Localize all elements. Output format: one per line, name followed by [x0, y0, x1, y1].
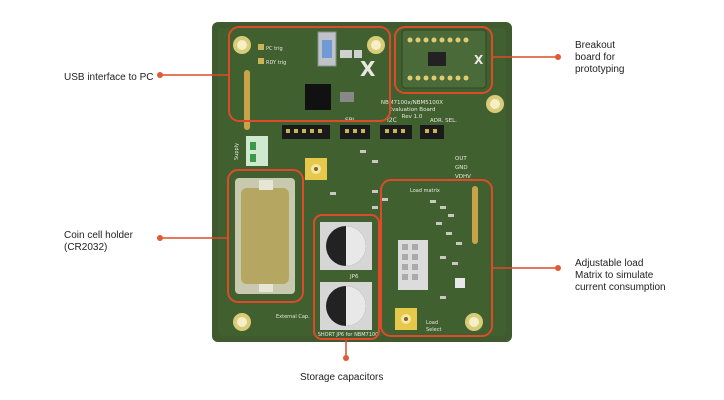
usb-area: X PC trig RDY trig — [244, 31, 376, 130]
storage-capacitors: JP6 — [320, 222, 372, 330]
supply-block — [246, 136, 268, 166]
svg-text:X: X — [360, 57, 376, 81]
callout-breakout-label: Breakout board for prototyping — [575, 40, 625, 75]
load-matrix: Load matrix Load Select — [398, 186, 478, 333]
mounting-holes — [233, 36, 504, 331]
pc-trig-text: PC trig — [266, 46, 283, 52]
load-highlight — [380, 179, 493, 337]
i2c-text: I2C — [387, 117, 397, 124]
rdy-trig-text: RDY trig — [266, 60, 286, 66]
breakout-board: X — [401, 29, 487, 89]
gnd-text: GND — [455, 165, 468, 171]
load-matrix-text: Load matrix — [410, 188, 440, 194]
callout-load-label: Adjustable load Matrix to simulate curre… — [575, 258, 666, 293]
header-pins: SPI I2C ADR. SEL. — [282, 117, 457, 139]
vdhv-text: VDHV — [455, 174, 471, 180]
callout-usb-label: USB interface to PC — [64, 72, 154, 83]
callout-dots — [157, 54, 561, 361]
supply-text: Supply — [234, 143, 240, 160]
usb-highlight — [228, 26, 391, 122]
coin-highlight — [227, 169, 304, 303]
jumper-note-text: SHORT JP6 for NBM7100 — [318, 332, 379, 338]
svg-text:X: X — [474, 53, 484, 67]
jp6-text: JP6 — [349, 274, 359, 280]
callout-lines — [160, 56, 558, 358]
callout-coin-label: Coin cell holder (CR2032) — [64, 230, 133, 253]
board-subtitle: Evaluation Board — [389, 107, 436, 113]
sma-connectors — [305, 158, 417, 330]
load-select-text-2: Select — [426, 327, 441, 333]
small-components — [330, 150, 462, 299]
breakout-highlight — [394, 26, 493, 94]
addr-sel-text: ADR. SEL. — [430, 118, 457, 124]
board-title: NBM7100x/NBM5100X — [381, 100, 443, 106]
coin-cell-holder — [235, 178, 295, 294]
external-cap-text: External Cap. — [276, 314, 310, 320]
out-text: OUT — [455, 156, 467, 162]
load-select-text-1: Load — [426, 320, 438, 326]
callout-storage-label: Storage capacitors — [300, 372, 384, 383]
board-revision: Rev 1.0 — [402, 114, 423, 120]
